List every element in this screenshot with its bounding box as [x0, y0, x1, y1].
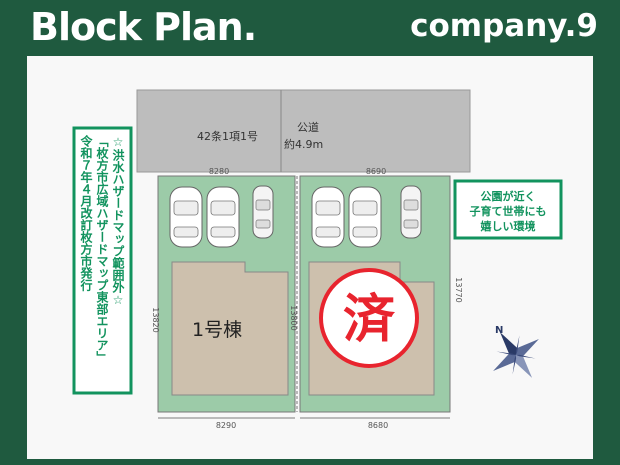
dim-top-right: 8690 [366, 167, 386, 176]
park-note-line-3: 嬉しい環境 [480, 219, 536, 233]
sold-stamp-text: 済 [343, 290, 396, 350]
flood-note-line-3: 令和７年４月改訂枚方市発行 [79, 134, 93, 292]
park-note-box [453, 179, 563, 240]
dim-middle: 13800 [289, 305, 298, 330]
public-road [136, 89, 471, 173]
company-name: company.9 [410, 8, 598, 44]
road-type-label: 公道 [297, 120, 319, 134]
parking-car [348, 186, 382, 248]
compass-north-label: N [495, 325, 503, 336]
dim-bottom-left: 8290 [216, 421, 236, 430]
dim-top-left: 8280 [209, 167, 229, 176]
dim-right-side: 13770 [454, 277, 463, 302]
parking-car [169, 186, 203, 248]
parking-car [311, 186, 345, 248]
header-bar: Block Plan. company.9 [0, 0, 620, 56]
sold-stamp [319, 268, 419, 368]
flood-note-line-2: 「枚方市広域ハザードマップ東部エリア」 [95, 135, 109, 363]
dim-left-side: 13820 [151, 307, 160, 332]
parking-car [206, 186, 240, 248]
parking-bike-space [252, 185, 274, 239]
flood-note-box [72, 126, 133, 395]
road-clause-label: 42条1項1号 [197, 129, 258, 143]
flood-note-line-1: ☆洪水ハザードマップ範囲外☆ [111, 135, 125, 307]
building-1-label: 1号棟 [192, 319, 242, 341]
parking-bike-space [400, 185, 422, 239]
road-width-label: 約4.9m [284, 137, 323, 151]
compass-icon [493, 332, 539, 378]
building-1 [171, 261, 289, 396]
dim-bottom-right: 8680 [368, 421, 388, 430]
page-title: Block Plan. [30, 5, 257, 49]
park-note-line-2: 子育て世帯にも [470, 204, 547, 218]
park-note-line-1: 公園が近く [481, 189, 536, 203]
